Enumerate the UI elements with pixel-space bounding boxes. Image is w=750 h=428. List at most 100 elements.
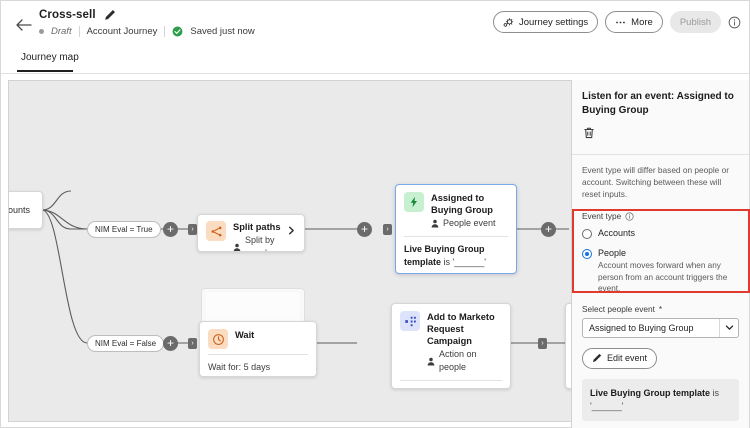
connector-arrow-icon: › xyxy=(188,224,197,235)
node-wait[interactable]: Wait Wait for: 5 days xyxy=(199,321,317,377)
node-divider xyxy=(404,236,508,237)
add-step-button[interactable]: + xyxy=(163,336,178,351)
person-icon xyxy=(431,219,439,228)
pencil-icon[interactable] xyxy=(104,9,116,21)
summary-prefix: Live Buying Group template xyxy=(590,387,711,398)
select-people-event-label-row: Select people event * xyxy=(582,304,739,314)
select-people-event-label: Select people event xyxy=(582,303,655,314)
check-circle-icon xyxy=(172,26,183,37)
panel-delete-row xyxy=(572,118,749,154)
tab-active-indicator xyxy=(17,70,73,72)
panel-header: Listen for an event: Assigned to Buying … xyxy=(572,80,749,118)
node-divider xyxy=(208,354,308,355)
panel-divider xyxy=(572,154,749,155)
node-subtitle-row: Action on people xyxy=(427,348,502,374)
branch-label-true[interactable]: NIM Eval = True xyxy=(87,221,161,238)
node-title: Add to Marketo Request Campaign xyxy=(427,312,495,346)
node-add-to-marketo-request-campaign[interactable]: Add to Marketo Request Campaign Action o… xyxy=(391,303,511,389)
journey-type-label: Account Journey xyxy=(86,26,158,37)
select-people-event-dropdown[interactable]: Assigned to Buying Group xyxy=(582,317,739,338)
node-subtitle-row: Split by people xyxy=(233,234,296,251)
event-config-panel: Listen for an event: Assigned to Buying … xyxy=(571,80,749,428)
radio-icon[interactable] xyxy=(582,229,592,239)
ellipsis-icon xyxy=(615,17,626,28)
add-step-button[interactable]: + xyxy=(357,222,372,237)
publish-label: Publish xyxy=(679,16,711,28)
event-type-label: Event type xyxy=(582,211,622,221)
panel-hint-text: Event type will differ based on people o… xyxy=(582,165,729,199)
node-body-prefix: Live Buying Group template xyxy=(404,244,485,267)
node-title: Assigned to Buying Group xyxy=(431,193,493,215)
select-people-event-value: Assigned to Buying Group xyxy=(589,322,694,333)
meta-divider xyxy=(78,26,80,37)
radio-option-people[interactable]: People Account moves forward when any pe… xyxy=(582,248,739,295)
journey-title-row: Cross-sell xyxy=(39,9,116,21)
node-subtitle-row: People event xyxy=(431,217,508,230)
node-assigned-to-buying-group[interactable]: Assigned to Buying Group People event Li… xyxy=(395,184,517,274)
saved-state-label: Saved just now xyxy=(190,26,255,37)
summary-value: '______' xyxy=(590,400,624,411)
node-subtitle: People event xyxy=(443,218,496,228)
entry-node-accounts[interactable]: ounts xyxy=(8,191,43,229)
publish-button[interactable]: Publish xyxy=(669,11,721,33)
meta-divider xyxy=(164,26,166,37)
header-actions: Journey settings More Publish xyxy=(492,11,741,33)
summary-suffix: is xyxy=(712,387,720,398)
status-badge: Draft xyxy=(51,26,72,37)
journey-meta-row: Draft Account Journey Saved just now xyxy=(39,26,255,37)
node-body-suffix: is xyxy=(443,256,451,267)
more-label: More xyxy=(631,16,653,28)
add-step-button[interactable]: + xyxy=(163,222,178,237)
pencil-icon xyxy=(592,353,602,363)
status-dot-icon xyxy=(39,29,44,34)
node-body-prefix: Request Campaign: xyxy=(400,388,485,389)
entry-node-label: ounts xyxy=(8,205,31,215)
panel-body: Event type will differ based on people o… xyxy=(572,155,749,421)
node-body: Request Campaign: 'Full E2E User Case 1 … xyxy=(392,381,510,389)
node-body: Live Buying Group template is '______' xyxy=(396,237,516,273)
node-divider xyxy=(400,380,502,381)
connector-arrow-icon: › xyxy=(538,338,547,349)
info-circle-icon[interactable] xyxy=(625,211,634,221)
node-body: Wait for: 5 days xyxy=(208,362,271,372)
split-paths-icon xyxy=(206,221,226,241)
person-icon xyxy=(427,357,435,365)
clock-icon xyxy=(208,329,228,349)
radio-option-accounts[interactable]: Accounts xyxy=(582,228,739,239)
node-subtitle: Action on people xyxy=(439,349,477,372)
radio-label: People xyxy=(598,248,627,258)
connector-arrow-icon: › xyxy=(383,224,392,235)
event-bolt-icon xyxy=(404,192,424,212)
chevron-down-icon[interactable] xyxy=(719,318,738,337)
more-button[interactable]: More xyxy=(605,11,663,33)
event-type-label-row: Event type xyxy=(582,211,739,221)
app-header: Cross-sell Draft Account Journey Saved j… xyxy=(1,1,749,47)
back-arrow-icon[interactable] xyxy=(15,16,33,34)
tab-bar: Journey map xyxy=(1,47,749,74)
required-asterisk: * xyxy=(658,303,663,314)
node-title: Split paths xyxy=(233,222,281,232)
node-title: Wait xyxy=(235,330,255,340)
chevron-right-icon[interactable] xyxy=(287,226,296,235)
node-subtitle: Split by people xyxy=(245,235,275,251)
node-body-value: '______' xyxy=(452,256,487,267)
person-icon xyxy=(233,243,241,251)
journey-settings-label: Journey settings xyxy=(518,16,589,28)
trash-icon[interactable] xyxy=(582,126,596,140)
radio-label: Accounts xyxy=(598,228,636,238)
edit-event-button[interactable]: Edit event xyxy=(582,347,658,369)
page-title: Cross-sell xyxy=(39,9,96,21)
radio-icon-selected[interactable] xyxy=(582,249,592,259)
connector-arrow-icon: › xyxy=(188,338,197,349)
panel-title: Listen for an event: Assigned to Buying … xyxy=(582,91,734,116)
info-circle-icon[interactable] xyxy=(728,16,741,29)
journey-settings-button[interactable]: Journey settings xyxy=(492,11,599,33)
node-split-paths[interactable]: Split paths Split by people xyxy=(197,214,305,252)
tab-journey-map[interactable]: Journey map xyxy=(21,52,79,63)
edit-event-label: Edit event xyxy=(607,353,648,363)
add-step-button[interactable]: + xyxy=(541,222,556,237)
event-summary-box: Live Buying Group template is '______' xyxy=(582,378,739,421)
marketo-action-icon xyxy=(400,311,420,331)
branch-label-false[interactable]: NIM Eval = False xyxy=(87,335,165,352)
